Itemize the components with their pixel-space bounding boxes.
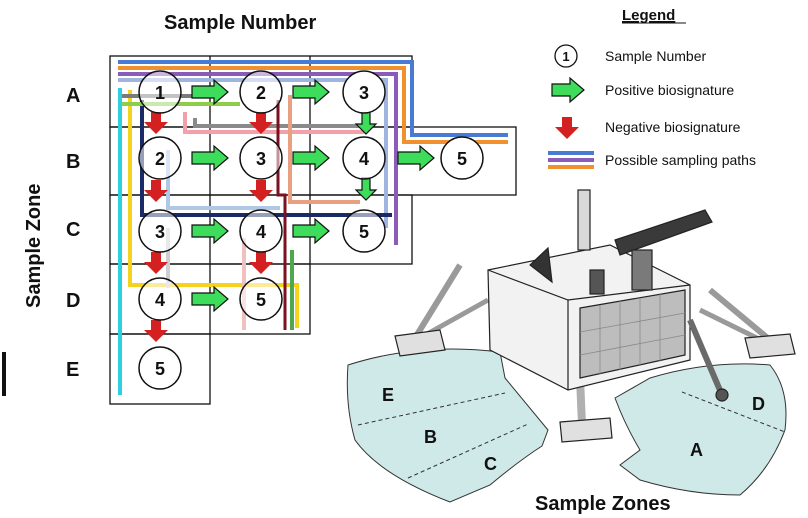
node-d-4: 4 — [138, 277, 182, 321]
node-a-1: 1 — [138, 70, 182, 114]
node-b-5: 5 — [440, 136, 484, 180]
lander-foot-right — [744, 333, 796, 359]
negative-arrow-a2 — [249, 112, 273, 134]
zone-letter-d: D — [752, 394, 765, 414]
legend-positive-icon — [551, 76, 585, 104]
legend-paths-icon — [548, 151, 594, 169]
lander-panel-grid — [579, 294, 686, 374]
zone-label-e: E — [66, 359, 79, 381]
positive-arrow-b45 — [397, 144, 435, 172]
node-b-3-label: 3 — [256, 149, 266, 169]
node-d-5: 5 — [239, 277, 283, 321]
node-b-4-label: 4 — [359, 149, 369, 169]
zone-letter-c: C — [484, 454, 497, 474]
lander-instrument-1 — [529, 246, 553, 284]
zone-labels: A B C D E — [66, 85, 80, 381]
node-c-3: 3 — [138, 209, 182, 253]
legend-positive: Positive biosignature — [605, 82, 734, 98]
diagram-title: Sample Number — [164, 12, 316, 34]
path-yellow — [128, 90, 299, 328]
negative-arrow-d4 — [144, 320, 168, 342]
path-purple — [118, 72, 398, 245]
lander-foot-front — [559, 417, 613, 443]
negative-arrow-a1 — [144, 112, 168, 134]
node-a-2: 2 — [239, 70, 283, 114]
node-b-3: 3 — [239, 136, 283, 180]
axis-label-sample-zone: Sample Zone — [23, 184, 45, 308]
node-c-5-label: 5 — [359, 222, 369, 242]
node-b-2-label: 2 — [155, 149, 165, 169]
edge-mark — [2, 352, 6, 396]
lander-mast — [577, 189, 591, 251]
sample-zones-label: Sample Zones — [535, 493, 671, 515]
lander-arm-base — [631, 249, 653, 291]
node-a-3: 3 — [342, 70, 386, 114]
lander-leg-right — [708, 287, 772, 343]
sample-nodes: 1 2 3 2 3 4 5 3 — [138, 70, 484, 390]
node-e-5-label: 5 — [155, 359, 165, 379]
positive-arrow-b34 — [292, 144, 330, 172]
negative-arrow-c4 — [249, 252, 273, 274]
negative-arrows — [144, 112, 273, 342]
lander-leg-left — [412, 263, 463, 340]
positive-arrow-b4-c5 — [354, 177, 378, 201]
lander-arm-lower — [687, 318, 725, 397]
zone-letter-b: B — [424, 427, 437, 447]
lander-arm-scoop — [715, 388, 729, 402]
path-blue — [118, 60, 508, 137]
zone-letter-e: E — [382, 385, 394, 405]
node-b-5-label: 5 — [457, 149, 467, 169]
zone-letter-a: A — [690, 440, 703, 460]
zone-divider-bc — [407, 423, 529, 479]
negative-arrow-b2 — [144, 180, 168, 202]
node-b-4: 4 — [342, 136, 386, 180]
path-pink — [183, 112, 364, 134]
node-b-2: 2 — [138, 136, 182, 180]
legend-negative: Negative biosignature — [605, 119, 741, 135]
node-a-3-label: 3 — [359, 83, 369, 103]
node-d-5-label: 5 — [256, 290, 266, 310]
zone-region-left — [346, 348, 549, 503]
zone-divider-ad — [681, 391, 786, 433]
path-navy — [140, 100, 392, 217]
node-d-4-label: 4 — [155, 290, 165, 310]
legend-paths: Possible sampling paths — [605, 152, 756, 168]
zone-label-a: A — [66, 85, 80, 107]
path-gray — [193, 118, 360, 128]
positive-arrow-a23 — [292, 78, 330, 106]
positive-arrow-b23 — [191, 144, 229, 172]
path-salmon — [288, 95, 360, 204]
zone-region-right — [614, 363, 787, 496]
legend: Legend 1 Sample Number Positive biosigna… — [548, 7, 756, 169]
lander-foot-left — [394, 329, 446, 357]
node-a-1-label: 1 — [155, 83, 165, 103]
legend-negative-icon — [555, 117, 579, 139]
node-c-4: 4 — [239, 209, 283, 253]
node-c-5: 5 — [342, 209, 386, 253]
lander-instrument-2 — [589, 269, 605, 295]
positive-arrow-a12 — [191, 78, 229, 106]
zone-label-d: D — [66, 290, 80, 312]
lander-arm-upper — [614, 209, 713, 256]
lander-illustration — [394, 189, 796, 443]
positive-arrow-d45 — [191, 285, 229, 313]
legend-sample-number: Sample Number — [605, 48, 706, 64]
node-e-5: 5 — [138, 346, 182, 390]
legend-sample-icon — [554, 44, 578, 68]
zone-label-c: C — [66, 219, 80, 241]
negative-arrow-b3 — [249, 180, 273, 202]
sample-zones-area: E B C A D — [346, 348, 787, 503]
negative-arrow-c3 — [144, 252, 168, 274]
node-c-3-label: 3 — [155, 222, 165, 242]
node-a-2-label: 2 — [256, 83, 266, 103]
positive-arrow-c34 — [191, 217, 229, 245]
legend-sample-icon-label: 1 — [562, 49, 569, 64]
path-lightblue — [118, 78, 388, 228]
node-c-4-label: 4 — [256, 222, 266, 242]
zone-label-b: B — [66, 151, 80, 173]
legend-title: Legend — [622, 7, 675, 24]
positive-arrows — [191, 78, 435, 313]
positive-arrow-c45 — [292, 217, 330, 245]
